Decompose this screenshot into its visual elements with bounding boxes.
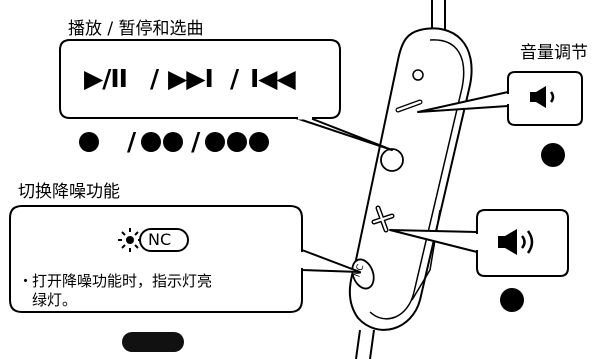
nc-press-hold-bar xyxy=(122,332,184,352)
triple-press-dot-3 xyxy=(249,131,270,152)
triple-press-dot-1 xyxy=(205,131,226,152)
nc-note-bullet: ・ xyxy=(18,272,34,290)
double-press-dot-1 xyxy=(141,131,162,152)
volume-up-press-dot xyxy=(500,288,524,312)
volume-down-icon xyxy=(530,86,555,108)
nc-note-line-2: 绿灯。 xyxy=(32,291,78,309)
volume-up-icon xyxy=(498,229,534,255)
nc-section-title: 切换降噪功能 xyxy=(18,182,120,202)
nc-note-line-1: 打开降噪功能时，指示灯亮 xyxy=(32,272,213,290)
volume-down-press-dot xyxy=(541,143,565,167)
symbol-separator-2: / xyxy=(230,64,239,93)
play-section-title: 播放 / 暂停和选曲 xyxy=(68,19,204,39)
previous-track-symbol: I◀◀ xyxy=(250,64,296,93)
single-press-dot xyxy=(79,131,99,152)
play-pause-symbol: ▶/II xyxy=(84,64,128,93)
nc-badge-label: NC xyxy=(148,230,172,249)
volume-section-title: 音量调节 xyxy=(520,43,588,63)
press-separator-2: / xyxy=(191,127,200,156)
next-track-symbol: ▶▶I xyxy=(168,64,214,93)
symbol-separator-1: / xyxy=(150,64,159,93)
nc-indicator-icon xyxy=(118,228,189,252)
triple-press-dot-2 xyxy=(227,131,248,152)
press-separator-1: / xyxy=(127,127,136,156)
press-count-row: / / xyxy=(79,127,270,156)
double-press-dot-2 xyxy=(163,131,184,152)
